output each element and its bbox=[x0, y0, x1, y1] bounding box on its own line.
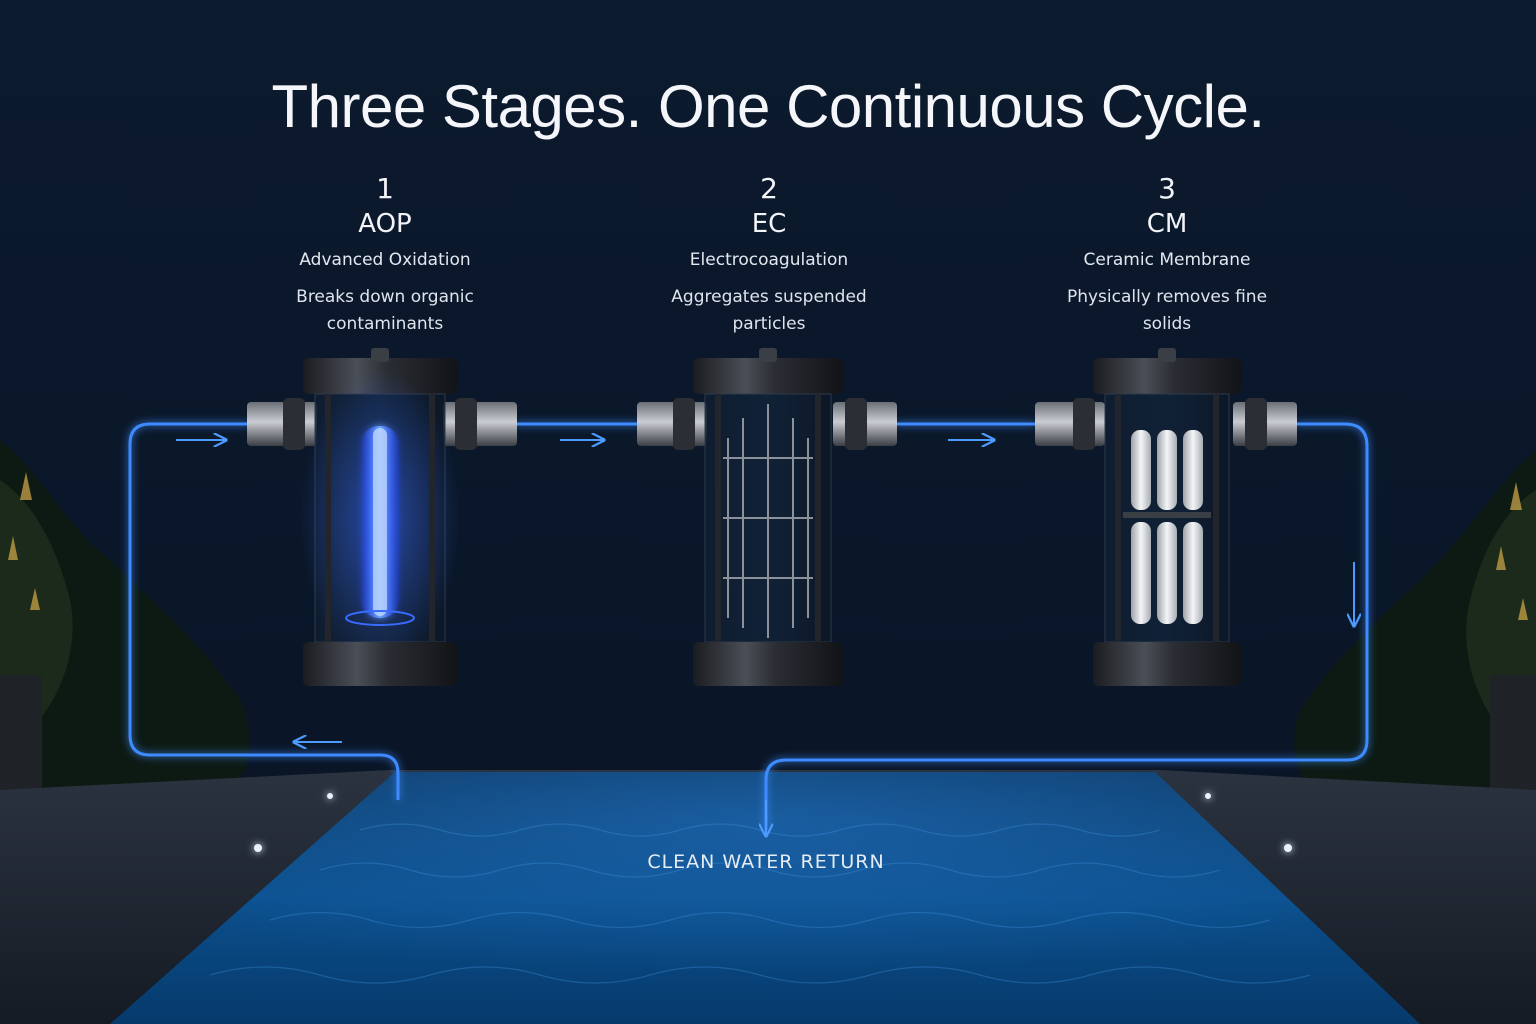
return-pipe-left bbox=[128, 422, 400, 800]
left-foliage bbox=[0, 440, 250, 810]
flow-loop bbox=[128, 422, 1369, 830]
reactor-aop bbox=[247, 348, 517, 686]
stage-abbreviation: CM bbox=[1146, 209, 1188, 239]
stage-name: Electrocoagulation bbox=[689, 250, 849, 270]
stage-number: 3 bbox=[1158, 172, 1176, 205]
stage-description: Physically removes fine solids bbox=[1066, 287, 1268, 334]
reactor-cm bbox=[1035, 348, 1297, 686]
electrode-stack-icon bbox=[723, 404, 813, 638]
stage-description: Breaks down organic contaminants bbox=[296, 287, 474, 334]
stage-name: Ceramic Membrane bbox=[1083, 250, 1251, 270]
right-foliage bbox=[1294, 450, 1536, 810]
stage-cm-label: 3 CM Ceramic Membrane Physically removes… bbox=[1007, 172, 1327, 338]
stage-name: Advanced Oxidation bbox=[299, 250, 471, 270]
flow-arrows bbox=[176, 440, 1354, 836]
pool-lights bbox=[254, 793, 1292, 852]
stage-abbreviation: EC bbox=[751, 209, 787, 239]
clean-water-return-label: CLEAN WATER RETURN bbox=[647, 851, 885, 873]
ceramic-membrane-icon bbox=[1123, 430, 1211, 624]
return-pipe-right bbox=[764, 422, 1369, 830]
stage-ec-label: 2 EC Electrocoagulation Aggregates suspe… bbox=[609, 172, 929, 338]
reactor-ec bbox=[637, 348, 897, 686]
page-title: Three Stages. One Continuous Cycle. bbox=[271, 73, 1265, 140]
stage-abbreviation: AOP bbox=[358, 209, 412, 239]
stage-number: 1 bbox=[376, 172, 394, 205]
stage-description: Aggregates suspended particles bbox=[671, 287, 867, 334]
stage-number: 2 bbox=[760, 172, 778, 205]
stage-aop-label: 1 AOP Advanced Oxidation Breaks down org… bbox=[225, 172, 545, 338]
